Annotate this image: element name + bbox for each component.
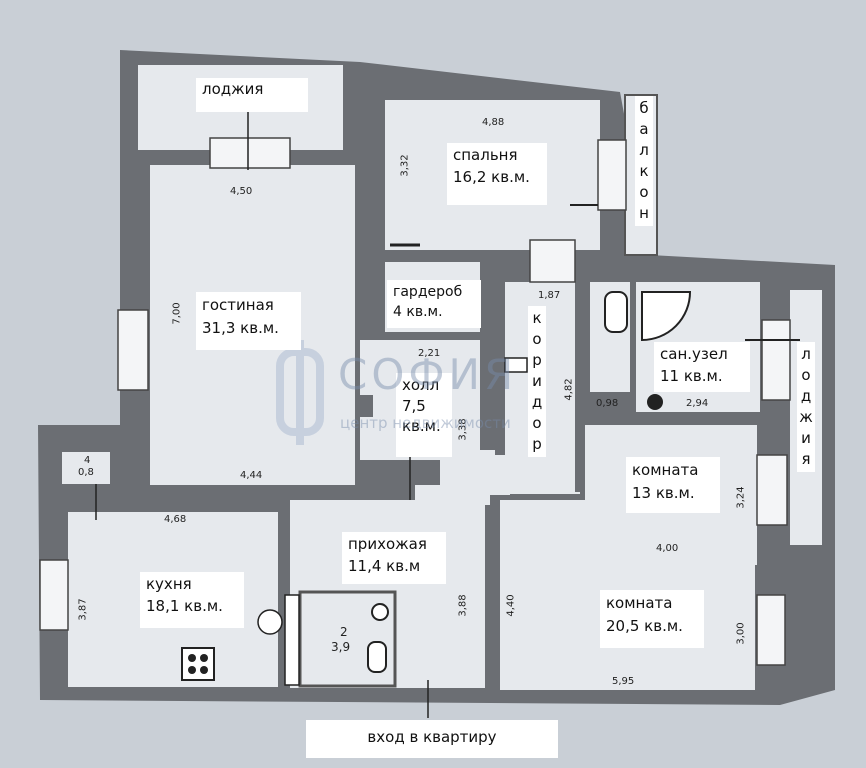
letter: к <box>532 309 542 327</box>
letter: о <box>639 183 649 201</box>
room-area: 4 кв.м. <box>393 304 443 321</box>
letter: ж <box>799 408 813 426</box>
room-area: 13 кв.м. <box>632 483 695 502</box>
dimension-label: 4,88 <box>482 117 505 128</box>
wc-area: 3,9 <box>331 640 351 654</box>
window <box>529 239 576 283</box>
room-area: 20,5 кв.м. <box>606 616 683 635</box>
room-name: холл <box>402 376 440 394</box>
letter: и <box>532 372 542 390</box>
watermark-brand: СОФИЯ <box>338 350 518 399</box>
dimension-label: 3,00 <box>735 622 747 645</box>
letter: о <box>801 366 811 384</box>
room1-label: комната 13 кв.м. <box>626 457 720 513</box>
room-name: комната <box>606 594 673 612</box>
letter: о <box>532 414 542 432</box>
letter: р <box>532 435 542 453</box>
letter: б <box>639 99 649 117</box>
window <box>756 594 786 666</box>
dimension-label: 1,87 <box>538 290 561 301</box>
dimension-label: 7,00 <box>171 302 183 325</box>
window <box>597 139 627 211</box>
dimension-label: 2,94 <box>686 398 709 409</box>
room-name: лоджия <box>202 80 264 98</box>
window <box>209 137 291 169</box>
room-name: гардероб <box>393 284 463 300</box>
room-name: спальня <box>453 146 518 164</box>
closet-number: 4 <box>84 455 91 466</box>
letter: д <box>531 393 543 411</box>
letter: а <box>639 120 649 138</box>
dimension-label: 3,32 <box>399 154 411 177</box>
letter: о <box>532 330 542 348</box>
loggia-right-label: л о д ж и я <box>797 342 815 472</box>
balcony-label: б а л к о н <box>635 96 653 226</box>
window <box>761 319 791 401</box>
toilet-icon <box>367 641 387 673</box>
window <box>117 309 149 391</box>
entrance-label: вход в квартиру <box>306 720 558 758</box>
loggia-top-label: лоджия <box>196 78 308 112</box>
room-name: комната <box>632 461 699 479</box>
room-area: 18,1 кв.м. <box>146 596 223 615</box>
radiator-icon <box>284 594 300 686</box>
dimension-label: 4,00 <box>656 543 679 554</box>
letter: я <box>801 450 811 468</box>
dimension-label: 3,24 <box>735 486 747 509</box>
hall-passage-floor <box>440 455 510 495</box>
watermark-subtitle: центр недвижимости <box>340 414 511 432</box>
radiator-icon <box>504 357 528 373</box>
dimension-label: 4,40 <box>505 594 517 617</box>
letter: р <box>532 351 542 369</box>
room-name: гостиная <box>202 296 274 314</box>
closet-area: 0,8 <box>78 467 94 478</box>
letter: и <box>801 429 811 447</box>
room2-label: комната 20,5 кв.м. <box>600 590 704 648</box>
dimension-label: 5,95 <box>612 676 635 687</box>
bedroom-label: спальня 16,2 кв.м. <box>447 143 547 205</box>
room-name: прихожая <box>348 535 427 553</box>
room-area: 11 кв.м. <box>660 366 723 385</box>
watermark-logo-icon <box>276 340 324 445</box>
kitchen-label: кухня 18,1 кв.м. <box>140 572 244 628</box>
dimension-label: 4,44 <box>240 470 263 481</box>
shower-icon <box>641 291 692 342</box>
dimension-label: 2,21 <box>418 348 441 359</box>
window <box>39 559 69 631</box>
sink-icon <box>371 603 389 621</box>
window <box>756 454 788 526</box>
room-area-unit: кв.м. <box>402 417 441 436</box>
letter: л <box>639 141 649 159</box>
letter: н <box>639 204 649 222</box>
sink-icon <box>257 609 283 635</box>
entry-label: прихожая 11,4 кв.м <box>342 532 446 584</box>
living-label: гостиная 31,3 кв.м. <box>196 292 301 350</box>
room-area: 11,4 кв.м <box>348 556 421 575</box>
letter: л <box>801 345 811 363</box>
wc-number: 2 <box>340 625 348 639</box>
room-area: 7,5 <box>402 396 426 415</box>
closet-floor <box>62 452 110 484</box>
toilet-icon <box>604 291 628 333</box>
room-name: кухня <box>146 575 192 593</box>
corridor-label: к о р и д о р <box>528 306 546 457</box>
room-area: 31,3 кв.м. <box>202 318 279 337</box>
dimension-label: 3,88 <box>457 594 469 617</box>
dimension-label: 4,68 <box>164 514 187 525</box>
sink-icon <box>647 394 663 410</box>
letter: к <box>639 162 649 180</box>
room-name: сан.узел <box>660 345 728 363</box>
dimension-label: 3,87 <box>77 598 89 621</box>
dimension-label: 4,82 <box>563 378 575 401</box>
stove-icon <box>181 647 215 681</box>
entrance-text: вход в квартиру <box>367 728 497 746</box>
hall-label: холл 7,5 кв.м. <box>396 373 452 457</box>
dimension-label: 4,50 <box>230 186 253 197</box>
wardrobe-label: гардероб 4 кв.м. <box>387 280 481 328</box>
letter: д <box>800 387 812 405</box>
bathroom-label: сан.узел 11 кв.м. <box>654 342 750 392</box>
dimension-label: 0,98 <box>596 398 619 409</box>
room-area: 16,2 кв.м. <box>453 167 530 186</box>
